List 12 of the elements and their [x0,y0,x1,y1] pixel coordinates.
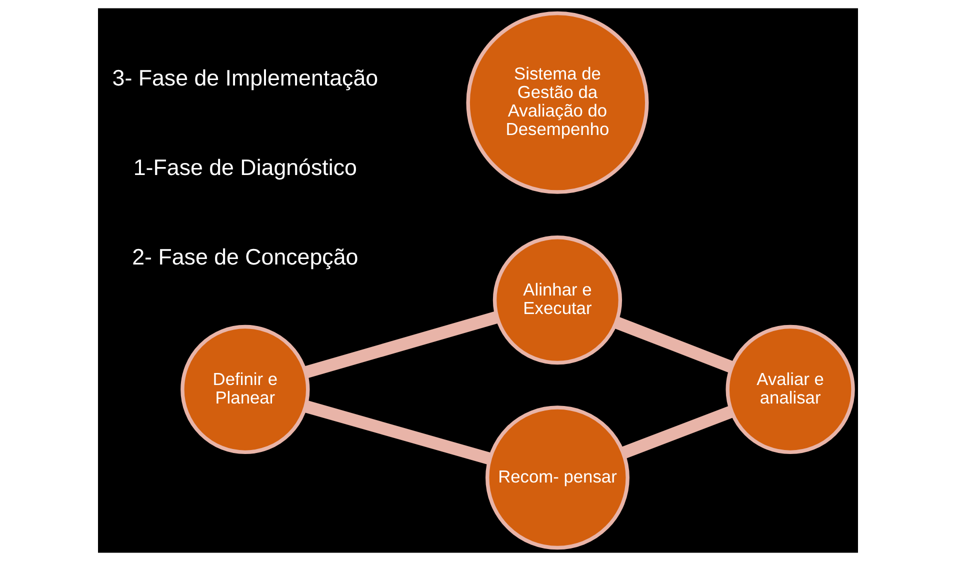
connector [620,406,734,459]
node-circle: Definir e Planear [180,324,310,454]
node-circle: Alinhar e Executar [492,236,622,365]
connector [614,316,734,373]
node-circle: Recom- pensar [484,406,629,550]
label: 1-Fase de Diagnóstico [132,155,356,180]
label: 2- Fase de Concepção [132,244,358,270]
connector [304,400,491,465]
node-circle: Sistema de Gestão da Avaliação do Desempenho [466,11,648,194]
node-circle: Avaliar e analisar [725,324,854,454]
label: 3- Fase de Implementação [112,66,378,91]
connector [304,311,498,378]
